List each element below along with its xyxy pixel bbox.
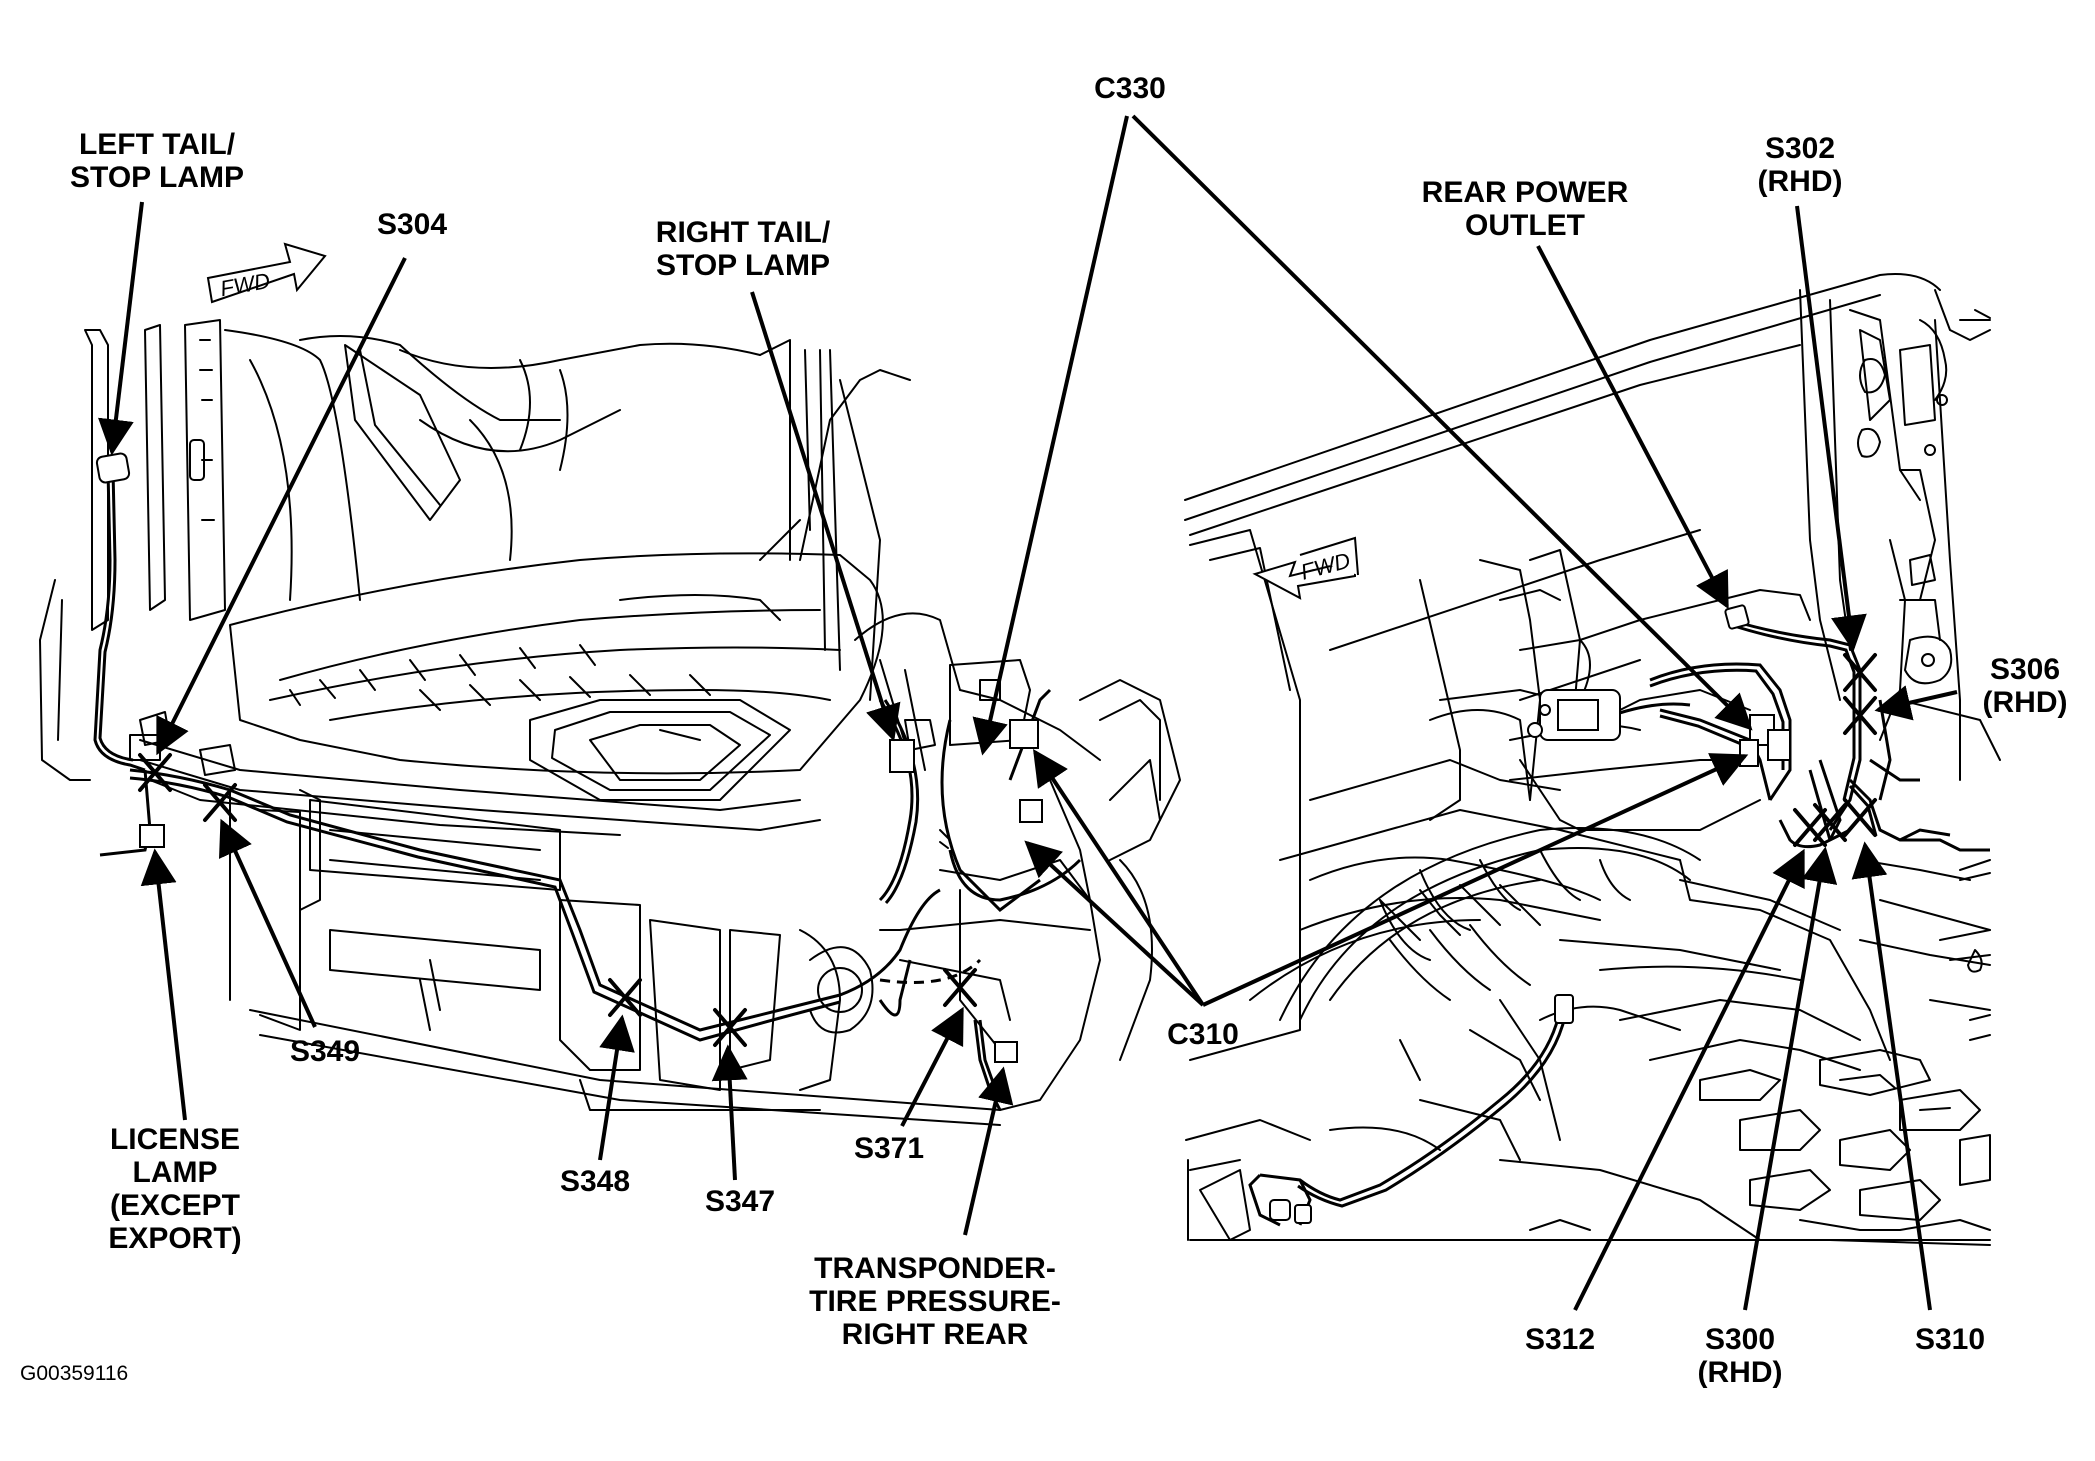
leader-rear-power: [1536, 245, 1729, 610]
splice-x-s306: [1843, 696, 1877, 735]
splice-x-s310: [1843, 798, 1877, 837]
label-transponder-tire-pressure: TRANSPONDER- TIRE PRESSURE- RIGHT REAR: [809, 1252, 1061, 1351]
leader-s348: [598, 1014, 635, 1161]
splice-x-s347: [713, 1008, 747, 1047]
left-vehicle-illustration: [39, 319, 1181, 1126]
leader-c310-a: [1033, 749, 1205, 1007]
label-s300-rhd: S300 (RHD): [1697, 1323, 1783, 1389]
leader-right-tail: [750, 291, 901, 742]
splice-x-s300: [1813, 803, 1847, 842]
leader-s347: [711, 1044, 748, 1181]
leader-lines: [97, 114, 1958, 1311]
fwd-arrow-right: FWD: [1252, 536, 1359, 600]
splice-markers: [138, 653, 1877, 1047]
splice-x-s312: [1793, 808, 1827, 847]
splice-x-s348: [608, 978, 642, 1017]
splice-x-s349: [203, 783, 237, 822]
leader-s312: [1573, 848, 1805, 1311]
leader-s349: [218, 818, 317, 1028]
label-s306-rhd: S306 (RHD): [1982, 653, 2068, 719]
label-s304: S304: [376, 208, 448, 241]
label-s348: S348: [559, 1165, 631, 1198]
leader-s304: [156, 257, 407, 756]
leader-s302: [1795, 205, 1867, 652]
leader-s310: [1851, 841, 1932, 1311]
leader-s371: [900, 1006, 964, 1127]
leader-transponder: [963, 1066, 1014, 1236]
label-s312: S312: [1524, 1323, 1596, 1356]
label-c330: C330: [1094, 72, 1166, 105]
leader-c330-left: [972, 115, 1129, 756]
label-license-lamp: LICENSE LAMP (EXCEPT EXPORT): [108, 1123, 242, 1255]
left-connectors: [95, 452, 1043, 1063]
leader-c330-right: [1131, 114, 1753, 731]
splice-x-s302: [1843, 653, 1877, 692]
label-s302-rhd: S302 (RHD): [1757, 132, 1843, 198]
label-rear-power-outlet: REAR POWER OUTLET: [1421, 176, 1629, 242]
splice-x-s304: [138, 753, 172, 792]
leader-license: [140, 848, 187, 1121]
right-connectors: [1269, 604, 1791, 1224]
leader-c310-c: [1202, 753, 1749, 1007]
leader-c310-b: [1024, 840, 1205, 1007]
figure-id: G00359116: [20, 1362, 129, 1385]
label-s349: S349: [289, 1035, 361, 1068]
label-s347: S347: [704, 1185, 776, 1218]
label-c310: C310: [1167, 1018, 1239, 1051]
label-s310: S310: [1914, 1323, 1986, 1356]
leader-s306: [1874, 685, 1958, 721]
label-left-tail-stop-lamp: LEFT TAIL/ STOP LAMP: [70, 128, 244, 194]
leader-s300: [1743, 846, 1838, 1311]
leader-left-tail: [97, 201, 144, 456]
label-right-tail-stop-lamp: RIGHT TAIL/ STOP LAMP: [655, 216, 831, 282]
label-s371: S371: [853, 1132, 925, 1165]
splice-x-s371: [943, 968, 977, 1007]
